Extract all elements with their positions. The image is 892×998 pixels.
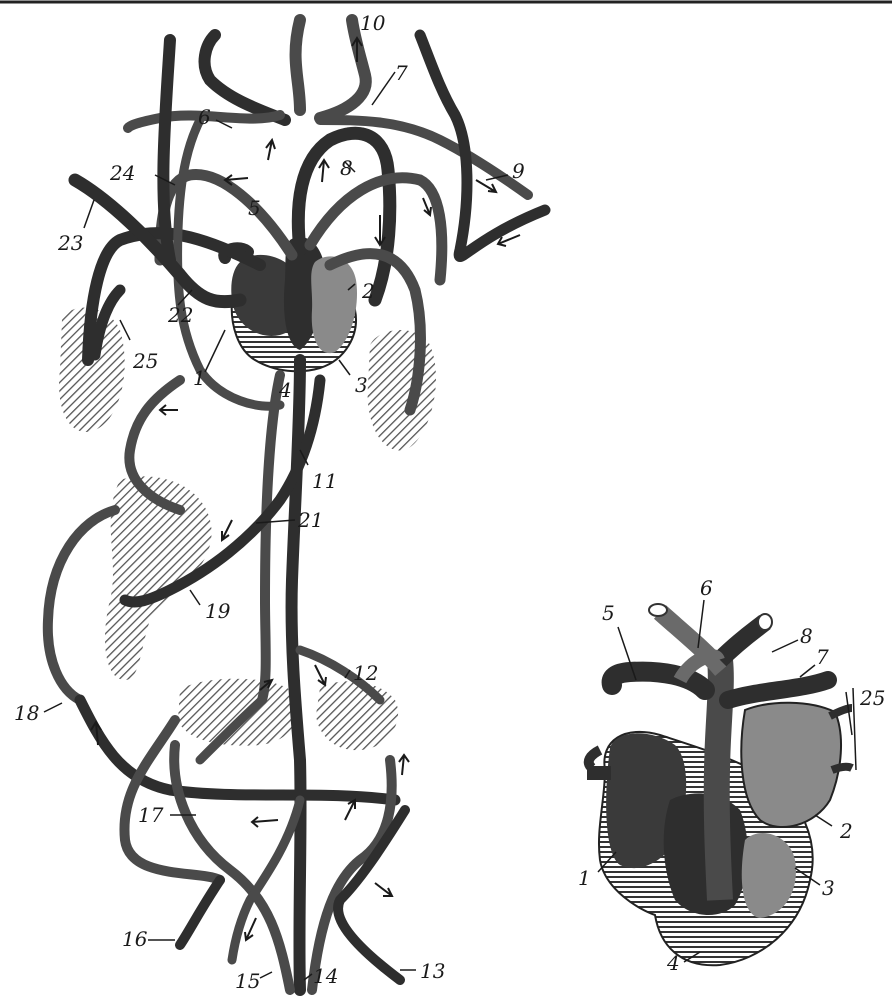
- label-6: 6: [198, 105, 211, 129]
- label-19: 19: [205, 599, 231, 623]
- inset-label-4: 4: [666, 951, 680, 975]
- label-1: 1: [193, 366, 206, 390]
- inset-label-7: 7: [816, 645, 829, 669]
- label-3: 3: [355, 373, 368, 397]
- label-23: 23: [57, 231, 83, 255]
- label-10: 10: [360, 11, 386, 35]
- label-9: 9: [512, 159, 525, 183]
- left-kidney: [178, 679, 298, 746]
- inset-label-5: 5: [602, 601, 615, 625]
- label-22: 22: [167, 303, 193, 327]
- label-16: 16: [122, 927, 148, 951]
- label-25: 25: [132, 349, 158, 373]
- label-7: 7: [395, 61, 408, 85]
- label-17: 17: [138, 803, 164, 827]
- inset-label-3: 3: [822, 876, 835, 900]
- label-24: 24: [109, 161, 135, 185]
- inset-label-2: 2: [839, 819, 853, 843]
- inset-label-25: 25: [859, 686, 885, 710]
- label-12: 12: [353, 661, 378, 685]
- label-11: 11: [312, 469, 337, 493]
- inset-label-6: 6: [700, 576, 713, 600]
- label-18: 18: [14, 701, 39, 725]
- label-13: 13: [420, 959, 445, 983]
- label-15: 15: [235, 969, 260, 993]
- right-kidney: [316, 681, 398, 750]
- label-2: 2: [361, 279, 375, 303]
- label-8: 8: [340, 156, 353, 180]
- inset-left-atrium: [741, 703, 841, 827]
- inset-label-1: 1: [578, 866, 591, 890]
- inset-heart-diagram: [587, 604, 852, 965]
- label-5: 5: [248, 196, 261, 220]
- label-21: 21: [297, 508, 323, 532]
- inset-label-8: 8: [800, 624, 813, 648]
- label-14: 14: [313, 964, 338, 988]
- label-4: 4: [278, 378, 292, 402]
